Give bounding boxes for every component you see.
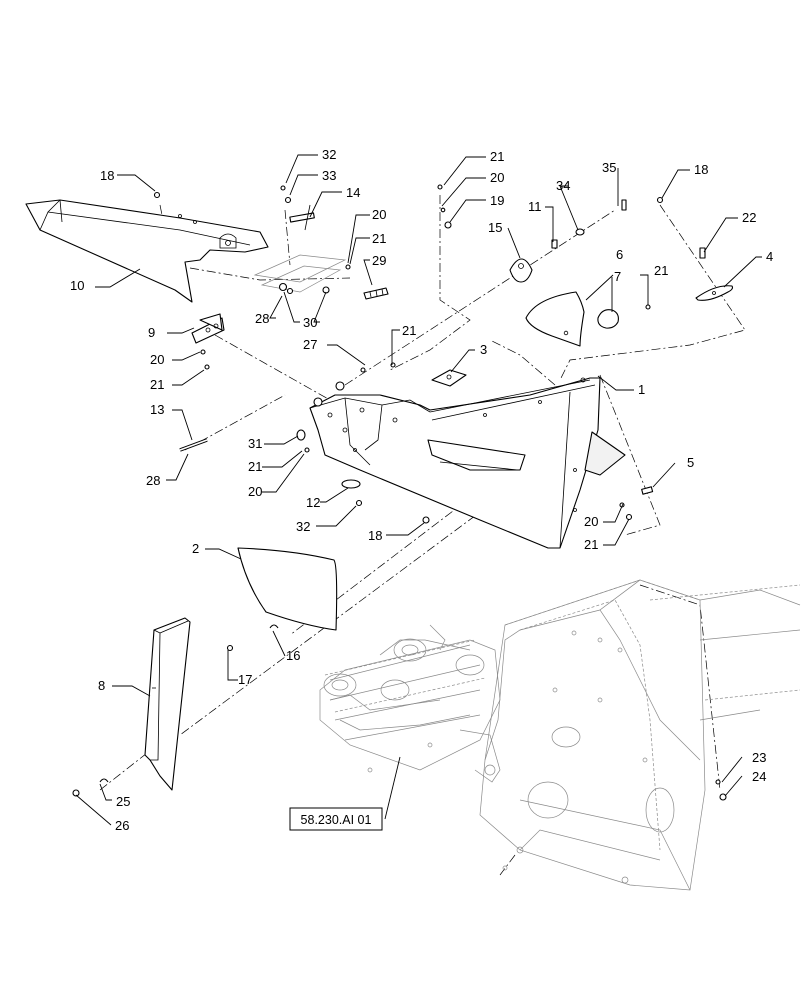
part-9-bracket [191, 313, 225, 344]
callout-21: 21 [402, 323, 416, 338]
callout-32: 32 [322, 147, 336, 162]
callout-20: 20 [150, 352, 164, 367]
part-6-plate [525, 291, 585, 347]
callout-24: 24 [752, 769, 766, 784]
callout-5: 5 [687, 455, 694, 470]
callout-12: 12 [306, 495, 320, 510]
reference-box-label: 58.230.AI 01 [301, 813, 372, 827]
part-4-latch-plate [695, 285, 734, 301]
callout-21: 21 [654, 263, 668, 278]
callout-35: 35 [602, 160, 616, 175]
part-15-hook-and-part-3-clip [431, 258, 533, 387]
callout-27: 27 [303, 337, 317, 352]
callout-13: 13 [150, 402, 164, 417]
feeder-housing-background [459, 579, 801, 891]
callout-6: 6 [616, 247, 623, 262]
callout-21: 21 [248, 459, 262, 474]
callout-18: 18 [100, 168, 114, 183]
callout-4: 4 [766, 249, 773, 264]
callout-29: 29 [372, 253, 386, 268]
callout-labels: 18 10 9 20 21 13 28 32 33 14 28 30 20 21… [70, 147, 773, 833]
callout-32: 32 [296, 519, 310, 534]
callout-34: 34 [556, 178, 570, 193]
callout-21: 21 [490, 149, 504, 164]
callout-21: 21 [372, 231, 386, 246]
callout-20: 20 [490, 170, 504, 185]
callout-17: 17 [238, 672, 252, 687]
conveyor-chain-assembly [319, 624, 501, 773]
callout-28: 28 [255, 311, 269, 326]
leader-lines [75, 154, 762, 826]
callout-18: 18 [694, 162, 708, 177]
part-10-top-shield [25, 199, 269, 303]
callout-9: 9 [148, 325, 155, 340]
callout-8: 8 [98, 678, 105, 693]
callout-14: 14 [346, 185, 360, 200]
part-8-side-shield [144, 617, 191, 791]
callout-21: 21 [150, 377, 164, 392]
callout-33: 33 [322, 168, 336, 183]
callout-28: 28 [146, 473, 160, 488]
callout-1: 1 [638, 382, 645, 397]
callout-7: 7 [614, 269, 621, 284]
reference-box: 58.230.AI 01 [289, 807, 383, 831]
callout-18: 18 [368, 528, 382, 543]
callout-26: 26 [115, 818, 129, 833]
part-7-rubber-block [597, 309, 619, 329]
callout-11: 11 [528, 199, 542, 214]
callout-22: 22 [742, 210, 756, 225]
callout-10: 10 [70, 278, 84, 293]
hinge-bracket-cluster [253, 185, 389, 300]
part-2-panel [237, 547, 338, 631]
callout-20: 20 [248, 484, 262, 499]
callout-20: 20 [372, 207, 386, 222]
part-13-pin [179, 438, 208, 452]
part-1-main-frame [309, 377, 626, 549]
callout-19: 19 [490, 193, 504, 208]
callout-21: 21 [584, 537, 598, 552]
callout-3: 3 [480, 342, 487, 357]
callout-15: 15 [488, 220, 502, 235]
callout-16: 16 [286, 648, 300, 663]
callout-25: 25 [116, 794, 130, 809]
small-hardware [72, 184, 727, 801]
callout-30: 30 [303, 315, 317, 330]
callout-31: 31 [248, 436, 262, 451]
callout-23: 23 [752, 750, 766, 765]
callout-2: 2 [192, 541, 199, 556]
callout-20: 20 [584, 514, 598, 529]
